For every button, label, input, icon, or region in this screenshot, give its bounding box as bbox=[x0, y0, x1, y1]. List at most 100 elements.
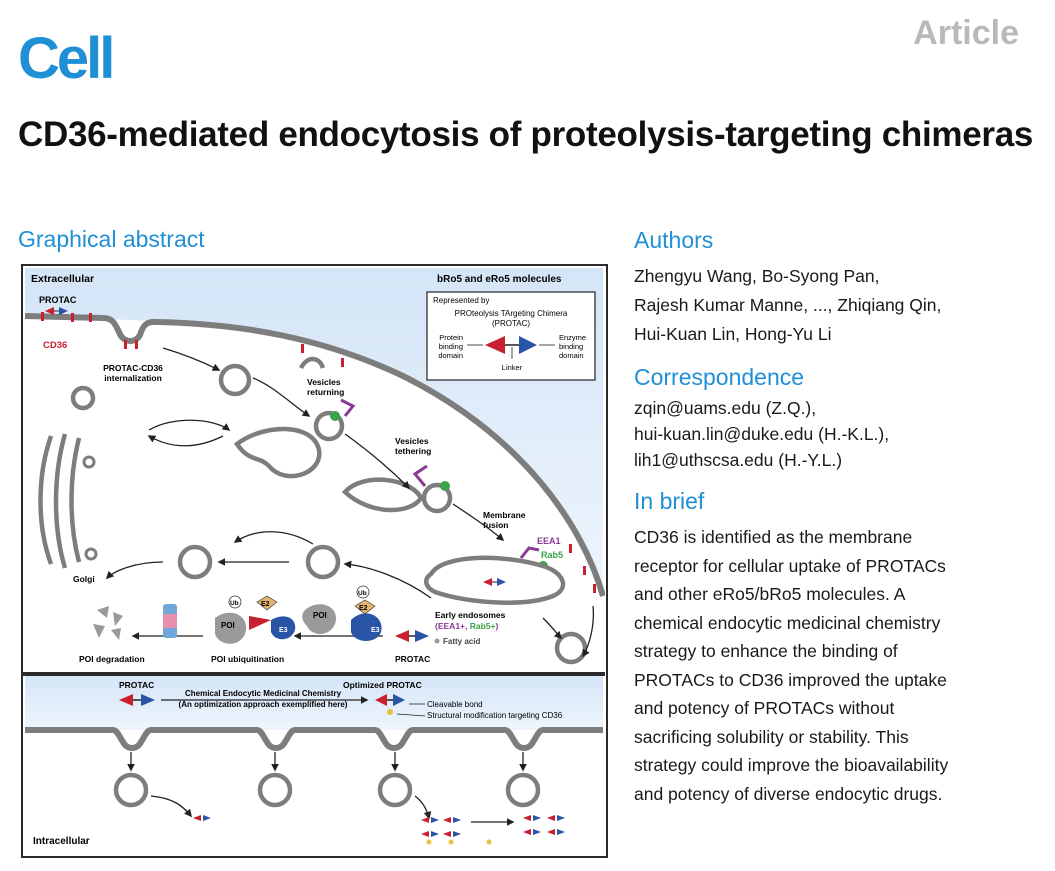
cemc-label-2: (An optimization approach exemplified he… bbox=[179, 700, 348, 709]
e2-label: E2 bbox=[359, 605, 368, 612]
intracellular-label: Intracellular bbox=[33, 836, 90, 847]
membrane-fusion-label-1: Membrane bbox=[483, 510, 526, 520]
graphical-abstract-figure: Extracellular bRo5 and eRo5 molecules Re… bbox=[21, 264, 608, 858]
membrane-fusion-label-2: fusion bbox=[483, 520, 509, 530]
internalization-label-1: PROTAC-CD36 bbox=[103, 363, 163, 373]
golgi-apparatus bbox=[38, 433, 82, 569]
in-brief-text: CD36 is identified as the membrane recep… bbox=[634, 523, 1044, 808]
cleavable-bond-label: Cleavable bond bbox=[427, 700, 483, 709]
protac-left-mark bbox=[119, 694, 155, 706]
top-panel: Extracellular bRo5 and eRo5 molecules Re… bbox=[24, 268, 605, 670]
protac-molecule-icon bbox=[45, 307, 68, 315]
eea1-label: EEA1 bbox=[537, 536, 561, 546]
graphical-abstract-heading: Graphical abstract bbox=[18, 226, 205, 252]
rab5-label: Rab5 bbox=[541, 550, 563, 560]
e2-label-2: E2 bbox=[261, 601, 270, 608]
vesicle bbox=[421, 482, 453, 514]
poi-label: POI bbox=[313, 611, 327, 620]
extracellular-label: Extracellular bbox=[31, 273, 94, 285]
vesicle bbox=[257, 772, 293, 808]
authors-line: Hui-Kuan Lin, Hong-Yu Li bbox=[634, 324, 832, 344]
optimized-protac-label: Optimized PROTAC bbox=[343, 680, 422, 690]
correspondence-email[interactable]: hui-kuan.lin@duke.edu (H.-K.L.), bbox=[634, 424, 890, 444]
vesicle bbox=[70, 385, 96, 411]
molecules-title: bRo5 and eRo5 molecules bbox=[437, 274, 562, 285]
represented-by-label: Represented by bbox=[433, 296, 489, 305]
brief-line: and potency of PROTACs without bbox=[634, 698, 895, 718]
plasma-membrane bbox=[24, 313, 605, 597]
protac-bottom-label: PROTAC bbox=[395, 654, 430, 664]
enzyme-binding-label-2: binding bbox=[559, 342, 583, 351]
cell-logo: Cell bbox=[18, 26, 115, 91]
authors-list: Zhengyu Wang, Bo-Syong Pan, Rajesh Kumar… bbox=[634, 262, 1044, 349]
poi-e3-complex: POI E3 E2 Ub bbox=[302, 585, 382, 641]
brief-line: strategy could improve the bioavailabili… bbox=[634, 755, 949, 775]
golgi-label: Golgi bbox=[73, 574, 95, 584]
brief-line: receptor for cellular uptake of PROTACs bbox=[634, 555, 946, 576]
protein-binding-label-2: binding bbox=[439, 342, 463, 351]
released-protacs bbox=[193, 815, 565, 845]
bottom-panel: PROTAC Chemical Endocytic Medicinal Chem… bbox=[25, 676, 603, 847]
protac-fullname-1: PROteolysis TArgeting Chimera bbox=[455, 309, 568, 318]
correspondence-email[interactable]: zqin@uams.edu (Z.Q.), bbox=[634, 398, 817, 418]
vesicle bbox=[505, 772, 541, 808]
brief-line: strategy to enhance the binding of bbox=[634, 641, 898, 661]
correspondence-list: zqin@uams.edu (Z.Q.), hui-kuan.lin@duke.… bbox=[634, 395, 1044, 473]
proteasome-icon bbox=[163, 604, 177, 638]
vesicle bbox=[218, 363, 252, 397]
structural-mod-label: Structural modification targeting CD36 bbox=[427, 711, 563, 720]
ub-label-2: Ub bbox=[230, 600, 239, 607]
vesicle bbox=[305, 544, 341, 580]
vesicle bbox=[554, 631, 588, 665]
e3-label: E3 bbox=[371, 627, 380, 634]
e3-label-2: E3 bbox=[279, 627, 288, 634]
cemc-label-1: Chemical Endocytic Medicinal Chemistry bbox=[185, 689, 342, 698]
eea1-tether bbox=[340, 398, 356, 417]
correspondence-heading: Correspondence bbox=[634, 364, 805, 390]
protac-label: PROTAC bbox=[39, 295, 77, 305]
fatty-acid-label: Fatty acid bbox=[443, 637, 480, 646]
graphical-abstract-svg: Extracellular bRo5 and eRo5 molecules Re… bbox=[23, 268, 605, 847]
poi-ubiquitination-label: POI ubiquitination bbox=[211, 654, 284, 664]
poi-degradation-label: POI degradation bbox=[79, 654, 145, 664]
vesicle bbox=[177, 544, 213, 580]
article-title: CD36-mediated endocytosis of proteolysis… bbox=[18, 115, 1034, 154]
ub-label: Ub bbox=[358, 590, 367, 597]
protac-fullname-2: (PROTAC) bbox=[492, 319, 530, 328]
protein-binding-label-1: Protein bbox=[439, 333, 463, 342]
authors-line: Rajesh Kumar Manne, ..., Zhiqiang Qin, bbox=[634, 295, 942, 315]
brief-line: PROTACs to CD36 improved the uptake bbox=[634, 669, 947, 690]
cd36-label: CD36 bbox=[43, 340, 67, 351]
brief-line: sacrificing solubility or stability. Thi… bbox=[634, 726, 909, 747]
protein-binding-label-3: domain bbox=[438, 351, 463, 360]
degraded-fragments bbox=[93, 606, 123, 640]
brief-line: chemical endocytic medicinal chemistry bbox=[634, 612, 941, 633]
authors-heading: Authors bbox=[634, 227, 714, 253]
brief-line: CD36 is identified as the membrane bbox=[634, 527, 913, 547]
panel-divider bbox=[23, 672, 605, 676]
tubular-endosome bbox=[233, 426, 322, 479]
vesicle bbox=[377, 772, 413, 808]
article-type-label: Article bbox=[913, 14, 1019, 52]
protac-legend-box: Represented by PROteolysis TArgeting Chi… bbox=[426, 291, 596, 381]
brief-line: and potency of diverse endocytic drugs. bbox=[634, 783, 943, 804]
vesicles-returning-label-1: Vesicles bbox=[307, 377, 341, 387]
vesicle bbox=[113, 772, 149, 808]
enzyme-binding-domain-shape bbox=[519, 336, 537, 354]
pathway-arrows bbox=[105, 347, 595, 658]
authors-line: Zhengyu Wang, Bo-Syong Pan, bbox=[634, 266, 880, 286]
optimized-protac-mark bbox=[375, 694, 405, 715]
eea1-plus-label: (EEA1+, Rab5+) bbox=[435, 621, 499, 631]
bottom-membrane bbox=[25, 727, 603, 751]
brief-line: and other eRo5/bRo5 molecules. A bbox=[634, 584, 906, 604]
enzyme-binding-label-3: domain bbox=[559, 351, 584, 360]
correspondence-email[interactable]: lih1@uthscsa.edu (H.-Y.L.) bbox=[634, 450, 843, 470]
enzyme-binding-label-1: Enzyme bbox=[559, 333, 586, 342]
early-endosome bbox=[424, 555, 566, 605]
vesicles bbox=[70, 363, 588, 665]
vesicles-tethering-label-2: tethering bbox=[395, 446, 431, 456]
poi-ub-label: POI bbox=[221, 621, 235, 630]
in-brief-heading: In brief bbox=[634, 488, 705, 514]
bottom-arrows bbox=[127, 752, 527, 826]
internalization-label-2: internalization bbox=[104, 373, 162, 383]
